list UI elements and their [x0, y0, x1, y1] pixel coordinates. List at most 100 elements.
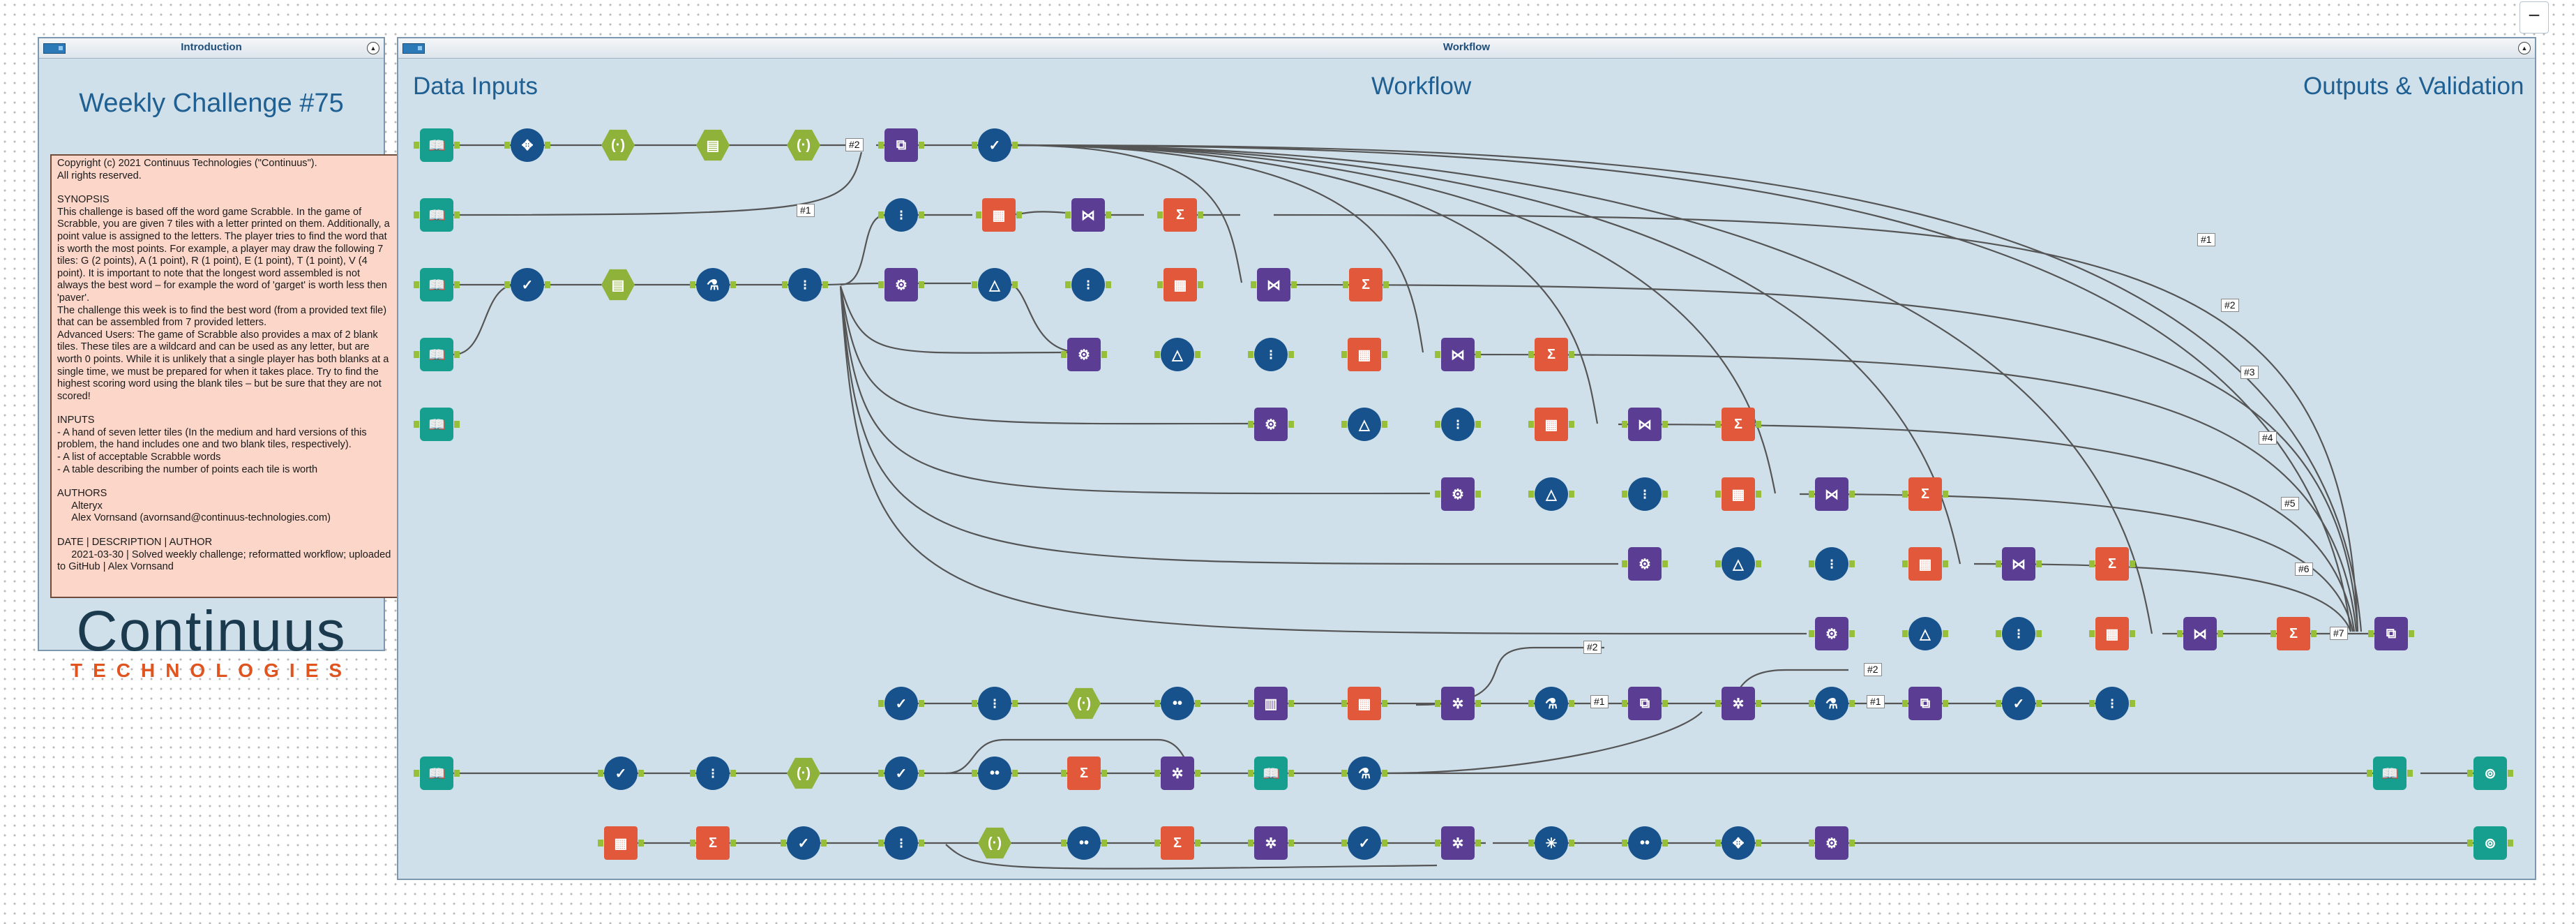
join-multiple-tool[interactable]: ✲ — [1154, 757, 1200, 790]
unique-tool[interactable]: •• — [1154, 687, 1200, 720]
sample-tool[interactable]: ⚗ — [1341, 757, 1387, 790]
filter-tool[interactable]: △ — [972, 268, 1018, 301]
workflow-container[interactable]: Workflow ▲ — [397, 37, 2536, 880]
record-id-tool[interactable]: ⁝ — [2089, 687, 2135, 720]
transform-tool[interactable]: ✥ — [504, 128, 550, 162]
append-tool[interactable]: ⚙ — [1622, 547, 1668, 581]
summarize-tool[interactable]: Σ — [1157, 198, 1203, 232]
workflow-header[interactable]: Workflow ▲ — [398, 38, 2535, 59]
record-id-tool[interactable]: ⁝ — [690, 757, 736, 790]
record-id-tool[interactable]: ⁝ — [1065, 268, 1111, 301]
join-multiple-tool[interactable]: ✲ — [1435, 687, 1481, 720]
input-data-tool[interactable]: 📖 — [2367, 757, 2413, 790]
filter-tool[interactable]: △ — [1341, 408, 1387, 441]
formula-tool[interactable]: (·) — [978, 827, 1011, 859]
select-tool[interactable]: ✓ — [878, 687, 924, 720]
unique-tool[interactable]: •• — [972, 757, 1018, 790]
select-tool[interactable]: ✓ — [1996, 687, 2042, 720]
join-tool[interactable]: ⋈ — [1435, 338, 1481, 371]
record-id-tool[interactable]: ⁝ — [878, 826, 924, 860]
record-id-tool[interactable]: ⁝ — [1435, 408, 1481, 441]
intro-comment[interactable]: Copyright (c) 2021 Continuus Technologie… — [50, 154, 399, 598]
summarize-tool[interactable]: Σ — [2270, 617, 2317, 650]
crosstab-tool[interactable]: ▦ — [1715, 477, 1761, 511]
crosstab-tool[interactable]: ▦ — [1157, 268, 1203, 301]
union-tool[interactable]: ⧉ — [2368, 617, 2414, 650]
input-data-tool[interactable]: 📖 — [414, 198, 460, 232]
filter-tool[interactable]: ✓ — [972, 128, 1018, 162]
crosstab-tool[interactable]: ▦ — [976, 198, 1022, 232]
browse-tool[interactable]: ⊚ — [2467, 757, 2513, 790]
sample-tool[interactable]: ⚗ — [1528, 687, 1574, 720]
crosstab-tool[interactable]: ▦ — [1528, 408, 1574, 441]
record-id-tool[interactable]: ⁝ — [782, 268, 828, 301]
join-tool[interactable]: ⋈ — [2177, 617, 2223, 650]
record-id-tool[interactable]: ⁝ — [1248, 338, 1294, 371]
append-tool[interactable]: ⚙ — [1435, 477, 1481, 511]
join-tool[interactable]: ⋈ — [1251, 268, 1297, 301]
summarize-tool[interactable]: Σ — [1902, 477, 1948, 511]
join-tool[interactable]: ⋈ — [1065, 198, 1111, 232]
select-tool[interactable]: ✓ — [504, 268, 550, 301]
sample-tool[interactable]: ⚗ — [1809, 687, 1855, 720]
append-tool[interactable]: ⚙ — [878, 268, 924, 301]
crosstab-tool[interactable]: ▦ — [598, 826, 644, 860]
transform-tool[interactable]: ✥ — [1715, 826, 1761, 860]
summarize-tool[interactable]: Σ — [1343, 268, 1389, 301]
filter-tool[interactable]: △ — [1154, 338, 1200, 371]
collapse-icon[interactable]: ▲ — [367, 42, 379, 54]
append-tool[interactable]: ⚙ — [1061, 338, 1107, 371]
record-id-tool[interactable]: ⁝ — [1809, 547, 1855, 581]
generate-rows-tool[interactable]: ▥ — [1248, 687, 1294, 720]
introduction-header[interactable]: Introduction ▲ — [39, 38, 384, 59]
select-tool[interactable]: ✓ — [1341, 826, 1387, 860]
input-data-tool[interactable]: 📖 — [414, 128, 460, 162]
crosstab-tool[interactable]: ▦ — [1341, 338, 1387, 371]
append-tool[interactable]: ⚙ — [1809, 617, 1855, 650]
introduction-container[interactable]: Introduction ▲ Weekly Challenge #75 Copy… — [38, 37, 399, 681]
select-tool[interactable]: ✓ — [878, 757, 924, 790]
formula-tool[interactable]: (·) — [1067, 687, 1101, 720]
filter-tool[interactable]: △ — [1528, 477, 1574, 511]
crosstab-tool[interactable]: ▦ — [1341, 687, 1387, 720]
join-tool[interactable]: ⧉ — [1622, 687, 1668, 720]
summarize-tool[interactable]: Σ — [1528, 338, 1574, 371]
summarize-tool[interactable]: Σ — [690, 826, 736, 860]
select-tool[interactable]: ✓ — [598, 757, 644, 790]
record-id-tool[interactable]: ⁝ — [1996, 617, 2042, 650]
summarize-tool[interactable]: Σ — [2089, 547, 2135, 581]
append-tool[interactable]: ⚙ — [1248, 408, 1294, 441]
minimize-button[interactable]: − — [2519, 1, 2549, 33]
input-data-tool[interactable]: 📖 — [414, 408, 460, 441]
filter-tool[interactable]: △ — [1902, 617, 1948, 650]
input-data-tool[interactable]: 📖 — [414, 268, 460, 301]
join-multiple-tool[interactable]: ✲ — [1248, 826, 1294, 860]
sample-tool[interactable]: ⚗ — [690, 268, 736, 301]
join-tool[interactable]: ⋈ — [1622, 408, 1668, 441]
crosstab-tool[interactable]: ▦ — [2089, 617, 2135, 650]
crosstab-tool[interactable]: ▦ — [1902, 547, 1948, 581]
join-multiple-tool[interactable]: ✲ — [1715, 687, 1761, 720]
record-id-tool[interactable]: ⁝ — [1622, 477, 1668, 511]
append-tool[interactable]: ⚙ — [1809, 826, 1855, 860]
record-id-tool[interactable]: ⁝ — [878, 198, 924, 232]
filter-tool[interactable]: △ — [1715, 547, 1761, 581]
multi-row-tool[interactable]: ▤ — [696, 129, 730, 161]
join-multiple-tool[interactable]: ✲ — [1435, 826, 1481, 860]
select-tool[interactable]: ✓ — [781, 826, 827, 860]
summarize-tool[interactable]: Σ — [1154, 826, 1200, 860]
input-data-tool[interactable]: 📖 — [414, 757, 460, 790]
input-data-tool[interactable]: 📖 — [414, 338, 460, 371]
browse-tool[interactable]: ⊚ — [2467, 826, 2513, 860]
collapse-icon[interactable]: ▲ — [2518, 42, 2531, 54]
summarize-tool[interactable]: Σ — [1715, 408, 1761, 441]
join-tool[interactable]: ⋈ — [1996, 547, 2042, 581]
unique-tool[interactable]: •• — [1622, 826, 1668, 860]
join-tool[interactable]: ⧉ — [1902, 687, 1948, 720]
input-data-tool[interactable]: 📖 — [1248, 757, 1294, 790]
arrange-tool[interactable]: ✳ — [1528, 826, 1574, 860]
record-id-tool[interactable]: ⁝ — [972, 687, 1018, 720]
join-tool[interactable]: ⋈ — [1809, 477, 1855, 511]
summarize-tool[interactable]: Σ — [1061, 757, 1107, 790]
unique-tool[interactable]: •• — [1061, 826, 1107, 860]
